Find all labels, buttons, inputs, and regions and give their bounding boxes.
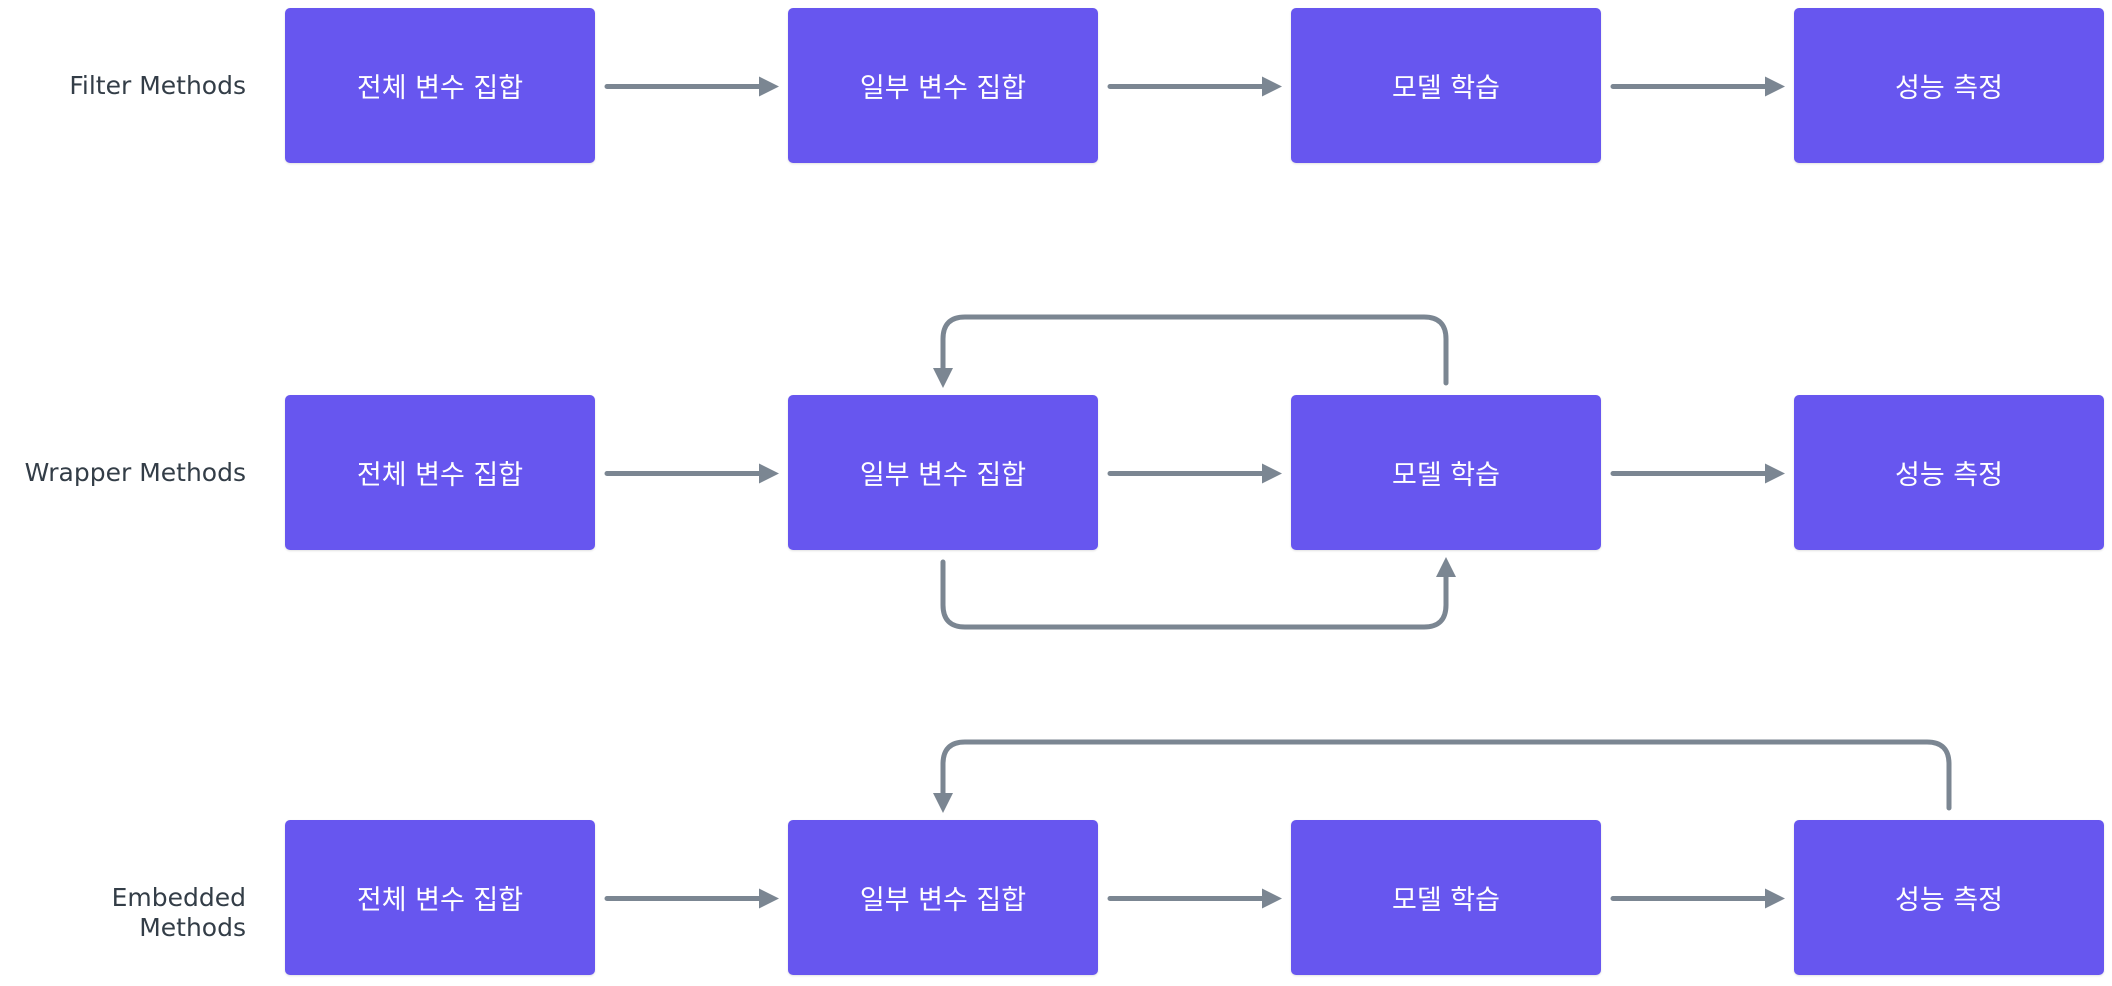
node-wrapper-methods-step-2: 일부 변수 집합 bbox=[788, 395, 1098, 550]
row-label-filter-methods: Filter Methods bbox=[69, 70, 246, 100]
loop-wrapper-methods-bottom-2 bbox=[940, 557, 1456, 630]
node-filter-methods-step-4: 성능 측정 bbox=[1794, 8, 2104, 163]
row-label-wrapper-methods: Wrapper Methods bbox=[24, 457, 246, 487]
node-wrapper-methods-step-4: 성능 측정 bbox=[1794, 395, 2104, 550]
node-embedded-methods-step-1: 전체 변수 집합 bbox=[285, 820, 595, 975]
node-embedded-methods-step-2: 일부 변수 집합 bbox=[788, 820, 1098, 975]
node-embedded-methods-step-3: 모델 학습 bbox=[1291, 820, 1601, 975]
loop-wrapper-methods-top-1 bbox=[933, 314, 1449, 388]
node-filter-methods-step-2: 일부 변수 집합 bbox=[788, 8, 1098, 163]
node-wrapper-methods-step-3: 모델 학습 bbox=[1291, 395, 1601, 550]
node-filter-methods-step-1: 전체 변수 집합 bbox=[285, 8, 595, 163]
row-label-embedded-methods: Embedded Methods bbox=[111, 882, 246, 942]
node-embedded-methods-step-4: 성능 측정 bbox=[1794, 820, 2104, 975]
node-wrapper-methods-step-1: 전체 변수 집합 bbox=[285, 395, 595, 550]
node-filter-methods-step-3: 모델 학습 bbox=[1291, 8, 1601, 163]
loop-embedded-methods-top-1 bbox=[933, 739, 1952, 813]
